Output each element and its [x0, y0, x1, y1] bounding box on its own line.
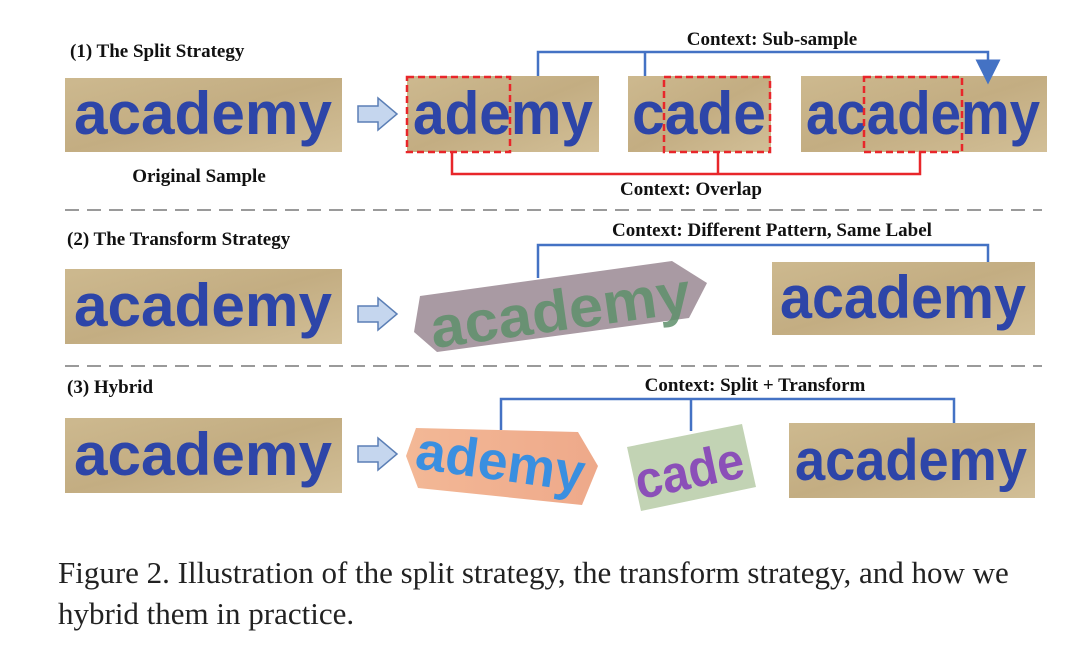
transform-arrow-icon [357, 296, 399, 332]
hybrid-crop1-image: ademy [406, 421, 598, 505]
split-original-image: academy [65, 78, 342, 152]
transform-target-word: academy [780, 264, 1027, 331]
split-crop1-word: ademy [413, 80, 594, 147]
hybrid-arrow-icon [357, 436, 399, 472]
transform-context-label: Context: Different Pattern, Same Label [612, 220, 932, 241]
split-heading: (1) The Split Strategy [70, 41, 245, 62]
hybrid-crop2-image: cade [627, 424, 756, 511]
hybrid-heading: (3) Hybrid [67, 377, 153, 398]
hybrid-original-word: academy [74, 421, 333, 488]
split-crop2-word: cade [632, 80, 766, 147]
split-original-word: academy [74, 80, 333, 147]
split-crop3-prefix: ac [806, 80, 867, 147]
split-arrow-icon [357, 96, 399, 132]
transform-augmented-word: academy [426, 260, 694, 361]
transform-target-image: academy [772, 262, 1035, 335]
split-crop3-suffix: my [961, 80, 1041, 147]
split-crop1-image: ademy [405, 75, 599, 154]
split-context-subsample: Context: Sub-sample [687, 29, 857, 50]
split-crop3-highlight: ade [867, 80, 961, 147]
transform-context-connector [536, 243, 990, 278]
svg-text:academy: academy [806, 80, 1041, 147]
hybrid-target-word: academy [795, 428, 1027, 493]
transform-augmented-image: academy [414, 260, 707, 361]
split-overlap-connector [450, 152, 922, 176]
hybrid-context-connector [499, 397, 956, 431]
split-crop2-image: cade [628, 75, 772, 154]
hybrid-context-label: Context: Split + Transform [645, 375, 866, 396]
split-subsample-connector [536, 50, 1001, 85]
transform-heading: (2) The Transform Strategy [67, 229, 291, 250]
hybrid-target-image: academy [789, 423, 1035, 498]
transform-original-image: academy [65, 269, 342, 344]
split-original-label: Original Sample [132, 166, 266, 187]
figure-caption: Figure 2. Illustration of the split stra… [58, 555, 1009, 631]
split-crop3-overlap-box [862, 75, 964, 154]
split-context-overlap: Context: Overlap [620, 179, 762, 200]
hybrid-original-image: academy [65, 418, 342, 493]
split-crop3-image: academy [801, 75, 1047, 154]
transform-original-word: academy [74, 272, 333, 339]
